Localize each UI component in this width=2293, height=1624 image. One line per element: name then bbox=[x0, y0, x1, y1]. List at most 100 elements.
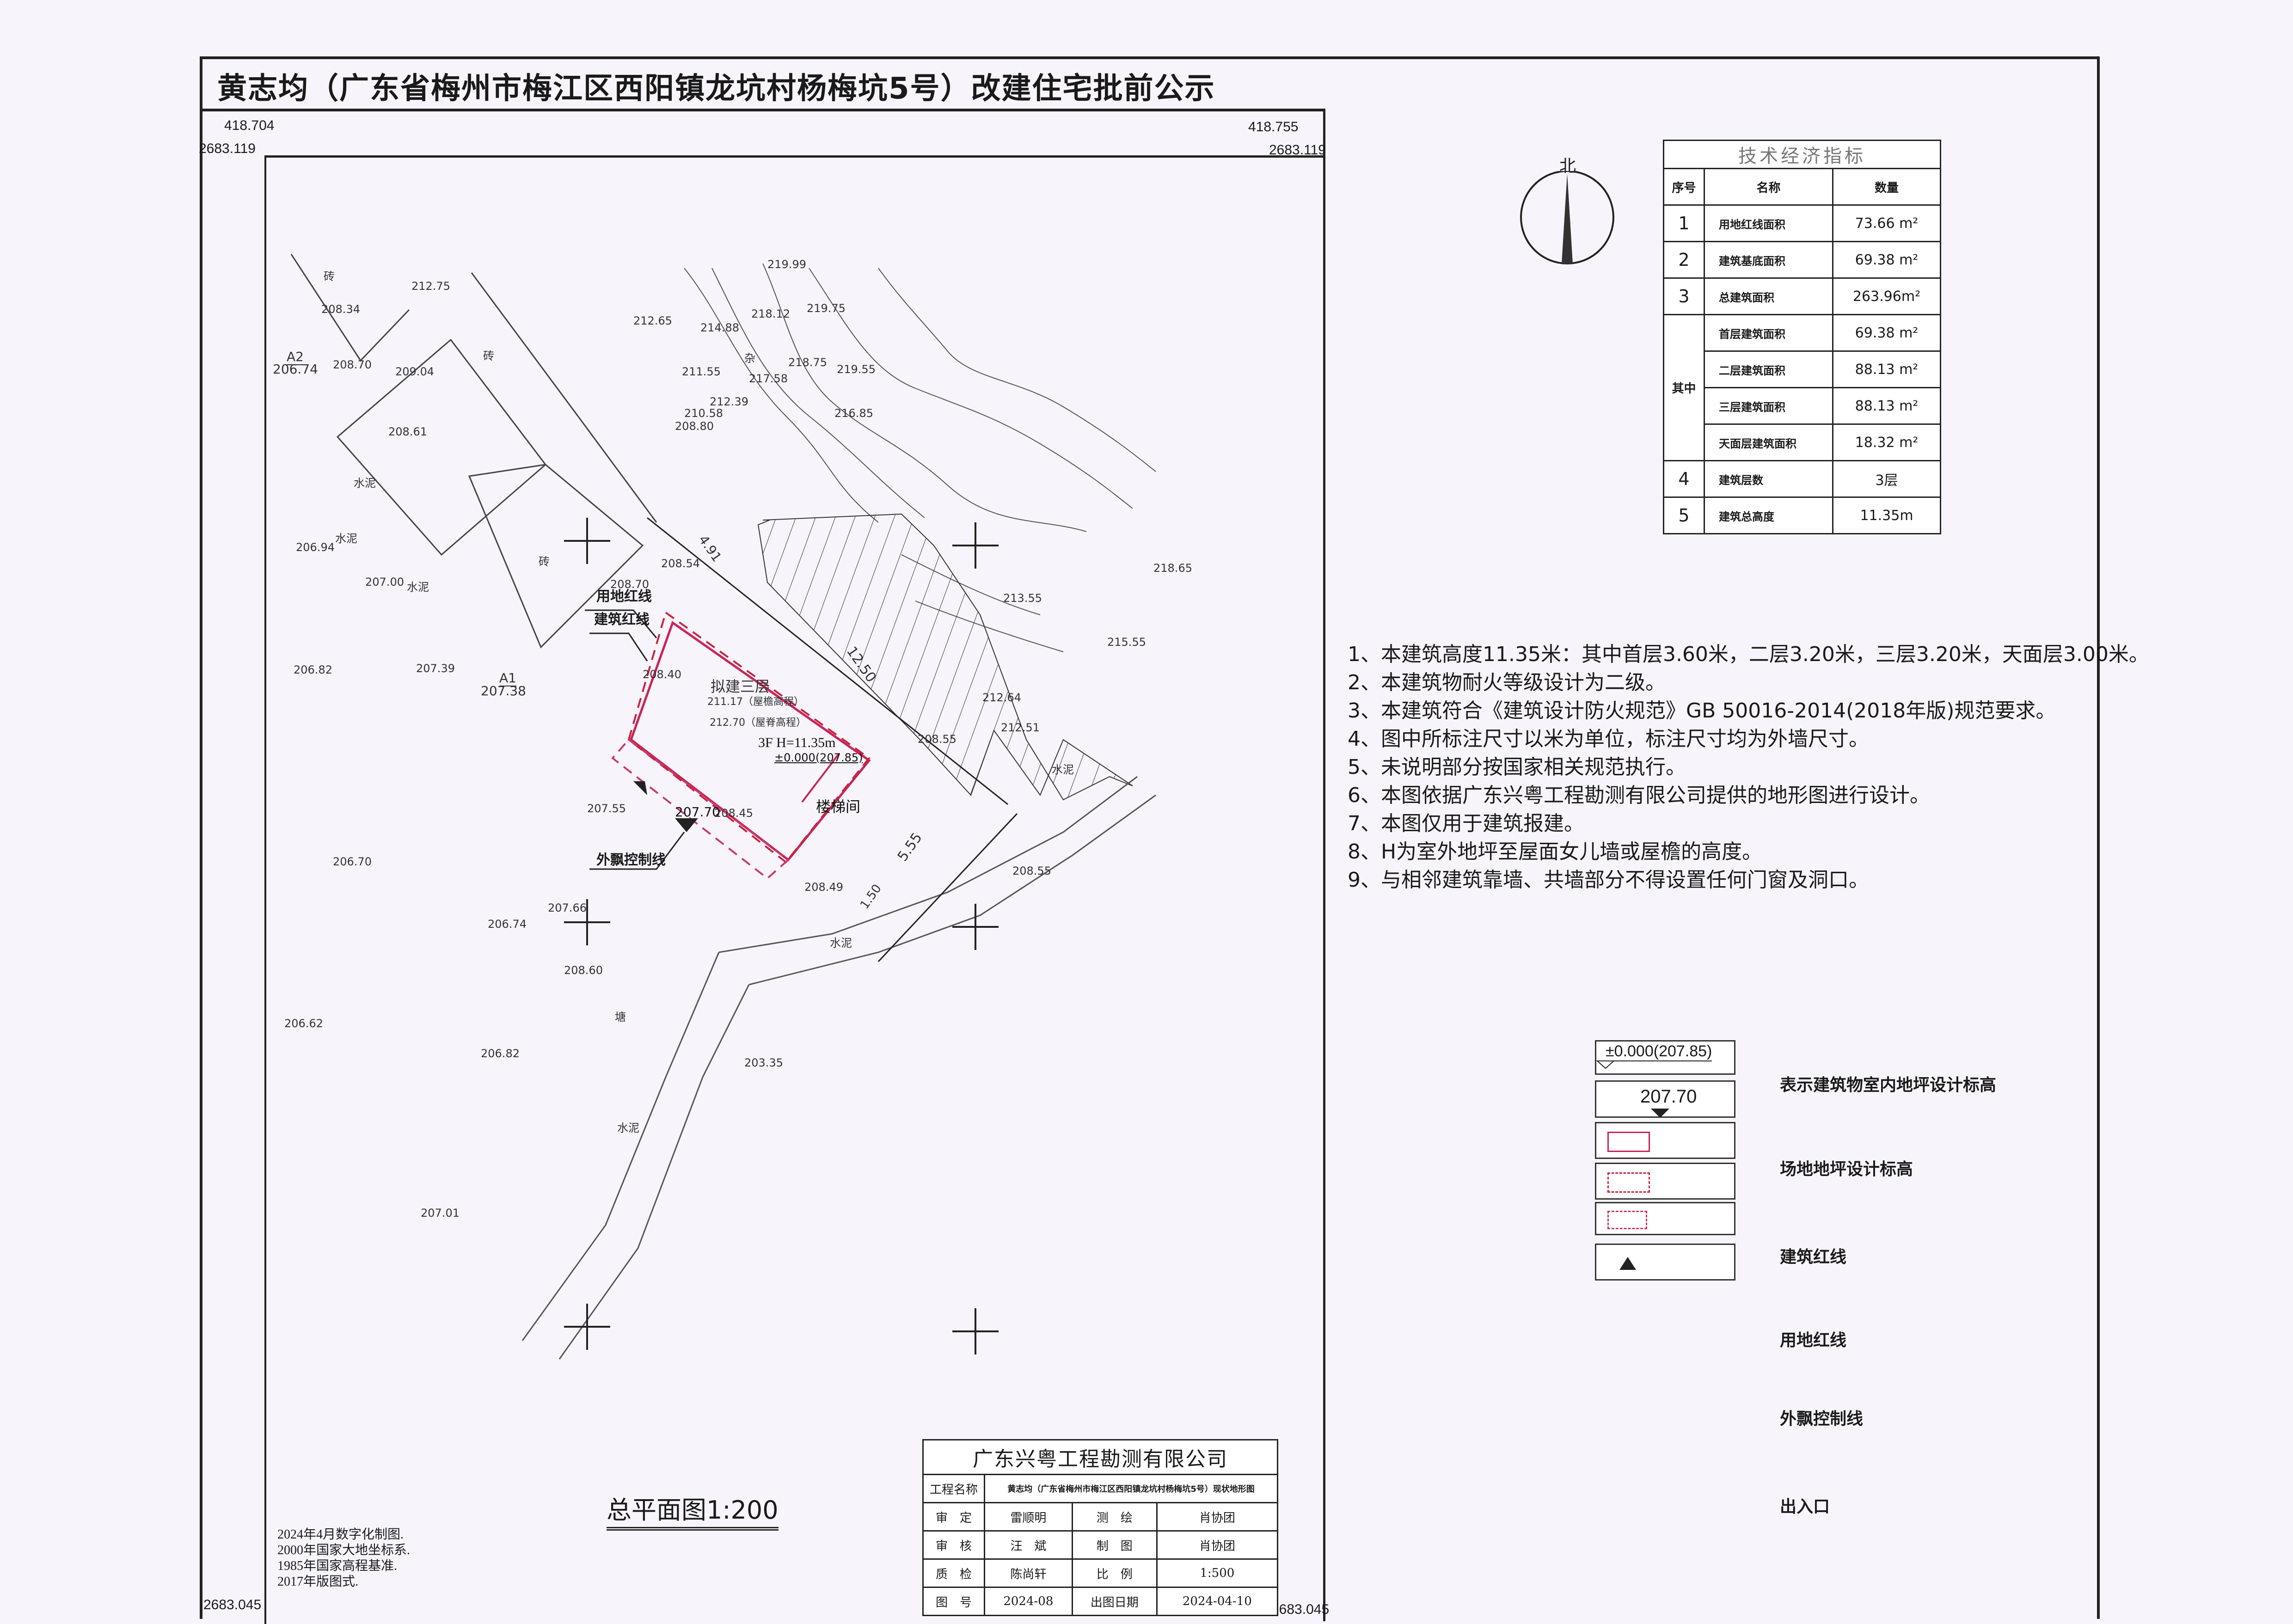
drawing-frame bbox=[200, 56, 2100, 1619]
footnote-line: 2000年国家大地坐标系. bbox=[277, 1543, 411, 1557]
callout-land-red-line: 用地红线 bbox=[596, 588, 652, 605]
point-A1-value: 207.38 bbox=[481, 683, 526, 699]
north-arrow: 北 bbox=[1519, 153, 1616, 264]
row-value: 88.13 m² bbox=[1832, 387, 1941, 425]
coord-bottom-left-y: 2683.045 bbox=[203, 1597, 262, 1612]
north-label: 北 bbox=[1559, 157, 1576, 176]
land-use-brick: 砖 bbox=[324, 270, 335, 283]
land-use-cement: 水泥 bbox=[617, 1121, 639, 1134]
role-label: 出图日期 bbox=[1071, 1587, 1158, 1616]
point-A2-value: 206.74 bbox=[273, 362, 318, 377]
ridge-elevation: 212.70（屋脊高程） bbox=[710, 717, 806, 729]
role-person: 汪 斌 bbox=[984, 1530, 1073, 1560]
role-label: 质 检 bbox=[922, 1558, 985, 1588]
land-use-cement: 水泥 bbox=[407, 581, 429, 594]
spot-elevation: 207.55 bbox=[587, 802, 626, 815]
spot-elevation: 208.55 bbox=[1012, 864, 1051, 877]
row-value: 69.38 m² bbox=[1832, 314, 1941, 352]
note-item: 4、图中所标注尺寸以米为单位，标注尺寸均为外墙尺寸。 bbox=[1348, 727, 1869, 751]
spot-elevation: 206.70 bbox=[333, 855, 372, 868]
role-person: 雷顺明 bbox=[984, 1502, 1073, 1532]
row-value: 3层 bbox=[1832, 460, 1941, 498]
spot-elevation: 206.82 bbox=[481, 1047, 520, 1060]
land-use-pond: 塘 bbox=[615, 1011, 626, 1023]
row-value: 69.38 m² bbox=[1832, 241, 1941, 279]
role-person: 肖协团 bbox=[1156, 1502, 1279, 1532]
legend-symbol-site-level: 207.70 bbox=[1595, 1080, 1735, 1118]
legend-label: 出入口 bbox=[1780, 1497, 1830, 1516]
row-no: 3 bbox=[1663, 277, 1705, 315]
spot-elevation: 207.01 bbox=[421, 1207, 460, 1220]
legend-site-level-text: 207.70 bbox=[1640, 1086, 1697, 1107]
role-label: 比 例 bbox=[1071, 1558, 1158, 1588]
scale-title: 总平面图1:200 bbox=[607, 1489, 779, 1531]
footnote-line: 1985年国家高程基准. bbox=[277, 1559, 398, 1573]
row-value: 88.13 m² bbox=[1832, 350, 1941, 388]
site-level-value: 207.70 bbox=[675, 804, 720, 820]
tech-economic-table: 技术经济指标 序号 名称 数量 1 用地红线面积 73.66 m² 2 建筑基底… bbox=[1663, 140, 1941, 534]
land-use-brick: 砖 bbox=[539, 555, 550, 568]
note-item: 7、本图仅用于建筑报建。 bbox=[1348, 812, 1584, 835]
role-label: 制 图 bbox=[1071, 1530, 1158, 1560]
row-value: 11.35m bbox=[1832, 496, 1941, 534]
coord-top-right-x: 418.755 bbox=[1248, 119, 1299, 135]
spot-elevation: 208.80 bbox=[675, 420, 714, 433]
note-item: 8、H为室外地坪至屋面女儿墙或屋檐的高度。 bbox=[1348, 840, 1763, 864]
row-name: 建筑层数 bbox=[1704, 460, 1833, 498]
spot-elevation: 208.61 bbox=[388, 425, 427, 438]
note-item: 5、未说明部分按国家相关规范执行。 bbox=[1348, 755, 1686, 779]
spot-elevation: 208.34 bbox=[321, 303, 360, 316]
spot-elevation: 208.54 bbox=[661, 557, 700, 570]
site-plan-inner-frame bbox=[264, 155, 1323, 1624]
grid-cross-mark bbox=[564, 1304, 610, 1350]
legend-symbol-land-line bbox=[1595, 1163, 1735, 1200]
legend-label: 建筑红线 bbox=[1780, 1248, 1847, 1267]
spot-elevation: 208.40 bbox=[643, 668, 681, 681]
role-person: 肖协团 bbox=[1156, 1530, 1279, 1560]
row-value: 73.66 m² bbox=[1832, 204, 1941, 242]
note-item: 2、本建筑物耐火等级设计为二级。 bbox=[1348, 671, 1666, 694]
note-item: 6、本图依据广东兴粤工程勘测有限公司提供的地形图进行设计。 bbox=[1348, 784, 1930, 807]
spot-elevation: 207.00 bbox=[365, 576, 404, 588]
spot-elevation: 208.60 bbox=[564, 964, 603, 977]
site-level-triangle-icon bbox=[1651, 1109, 1669, 1118]
spot-elevation: 215.55 bbox=[1107, 636, 1146, 649]
spot-elevation: 206.74 bbox=[488, 918, 527, 931]
row-no: 5 bbox=[1663, 496, 1705, 534]
grid-cross-mark bbox=[564, 518, 610, 564]
point-A2-id: A2 bbox=[287, 349, 304, 365]
role-label: 测 绘 bbox=[1071, 1502, 1158, 1532]
spot-elevation: 206.82 bbox=[294, 663, 332, 676]
floors-height: 3F H=11.35m bbox=[758, 735, 836, 750]
legend-indoor-level-text: ±0.000(207.85) bbox=[1606, 1042, 1712, 1061]
col-header: 名称 bbox=[1704, 168, 1833, 206]
page-title: 黄志均（广东省梅州市梅江区西阳镇龙坑村杨梅坑5号）改建住宅批前公示 bbox=[217, 72, 1215, 106]
row-no: 2 bbox=[1663, 241, 1705, 279]
project-name: 黄志均（广东省梅州市梅江区西阳镇龙坑村杨梅坑5号）现状地形图 bbox=[984, 1474, 1278, 1503]
spot-elevation: 218.65 bbox=[1153, 562, 1192, 575]
land-use-cement: 水泥 bbox=[1052, 763, 1074, 776]
title-block: 广东兴粤工程勘测有限公司 工程名称 黄志均（广东省梅州市梅江区西阳镇龙坑村杨梅坑… bbox=[922, 1439, 1279, 1616]
spot-elevation: 213.55 bbox=[1003, 592, 1042, 605]
row-name: 首层建筑面积 bbox=[1704, 314, 1833, 352]
level-triangle-icon bbox=[1596, 1060, 1615, 1069]
row-name: 用地红线面积 bbox=[1704, 204, 1833, 242]
spot-elevation: 203.35 bbox=[744, 1056, 783, 1069]
legend-symbol-indoor-level: ±0.000(207.85) bbox=[1595, 1040, 1735, 1075]
legend-label: 外飘控制线 bbox=[1780, 1410, 1864, 1428]
grid-cross-mark bbox=[564, 899, 610, 945]
row-no: 1 bbox=[1663, 204, 1705, 242]
role-label: 审 核 bbox=[922, 1530, 985, 1560]
col-header: 数量 bbox=[1832, 168, 1941, 206]
callout-building-red-line: 建筑红线 bbox=[594, 612, 650, 628]
land-use-cement: 水泥 bbox=[830, 937, 852, 950]
spot-elevation: 209.04 bbox=[395, 365, 434, 378]
role-person: 陈尚轩 bbox=[984, 1558, 1073, 1588]
coord-top-left-y: 2683.119 bbox=[199, 141, 256, 156]
note-item: 9、与相邻建筑靠墙、共墙部分不得设置任何门窗及洞口。 bbox=[1348, 868, 1869, 892]
coord-top-right-y: 2683.119 bbox=[1269, 142, 1326, 158]
spot-elevation: 218.12 bbox=[751, 307, 790, 320]
spot-elevation: 208.55 bbox=[918, 733, 956, 746]
legend-label: 用地红线 bbox=[1780, 1331, 1847, 1350]
spot-elevation: 208.49 bbox=[804, 881, 843, 894]
